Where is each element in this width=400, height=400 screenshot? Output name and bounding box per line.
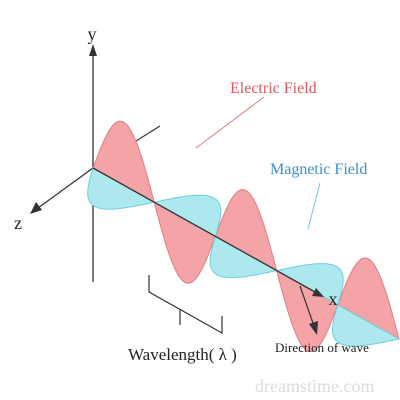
magnetic-field-wave xyxy=(87,167,400,347)
x-axis-label: x xyxy=(329,289,338,309)
direction-arrow-head xyxy=(309,321,318,335)
magnetic-lobe xyxy=(275,263,344,306)
magnetic-lobe xyxy=(209,235,279,279)
magnetic-lobe xyxy=(332,304,400,347)
z-axis-arrow xyxy=(30,202,42,214)
magnetic-lobe xyxy=(152,194,222,238)
x-axis-arrow xyxy=(312,288,324,297)
direction-arrow-line xyxy=(299,285,315,327)
magnetic-field-label: Magnetic Field xyxy=(270,161,367,178)
electric-field-wave xyxy=(92,120,400,353)
z-axis xyxy=(37,167,94,209)
watermark: dreamstime.com xyxy=(255,376,374,396)
electric-lobe xyxy=(337,257,400,341)
wavelength-bracket xyxy=(148,275,223,335)
electric-lobe xyxy=(153,201,217,284)
electric-field-label: Electric Field xyxy=(230,80,317,97)
magnetic-leader-line xyxy=(307,182,321,230)
z-axis-label: z xyxy=(14,213,22,233)
direction-label: Direction of wave xyxy=(275,340,369,355)
electric-lobe xyxy=(92,120,155,204)
x-axis xyxy=(92,167,316,293)
wavelength-label: Wavelength( λ ) xyxy=(128,345,237,364)
electric-lobe xyxy=(275,269,339,353)
electric-lobe xyxy=(214,189,278,272)
y-axis-label: y xyxy=(88,24,97,44)
electric-leader-line xyxy=(195,96,265,149)
magnetic-lobe xyxy=(87,167,156,210)
y-axis-arrow xyxy=(89,44,97,56)
